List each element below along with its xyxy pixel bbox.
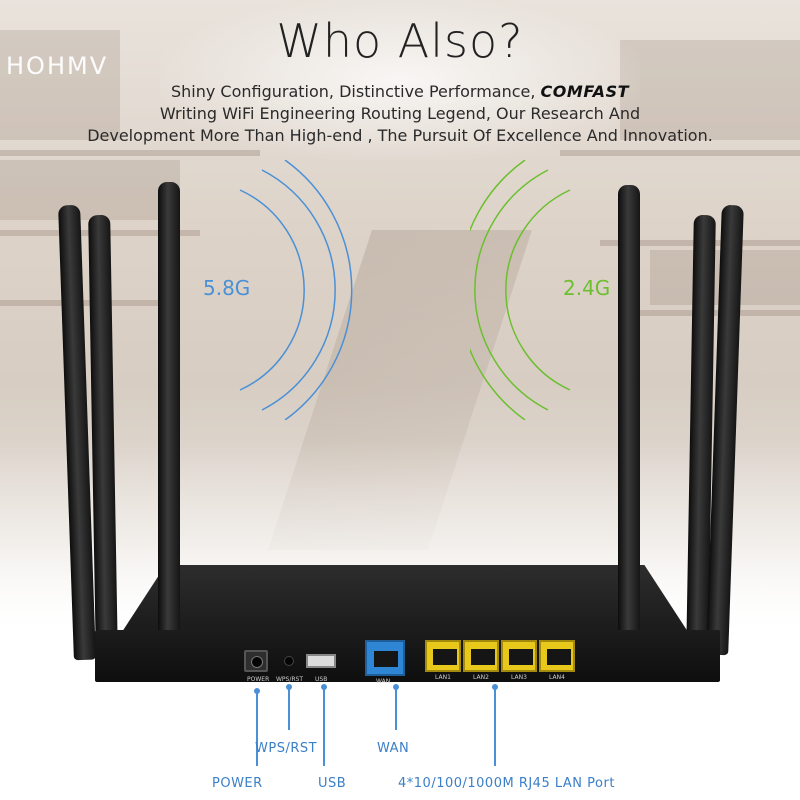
mall-floor-line (630, 310, 800, 316)
shop-sign: HOHMV (6, 52, 109, 80)
lan-callout-label: 4*10/100/1000M RJ45 LAN Port (398, 776, 615, 791)
power-port-label: POWER (247, 676, 270, 683)
brand-logo-text: COMFAST (540, 82, 629, 101)
router-rear-panel (95, 630, 720, 682)
antenna-left-inner (158, 182, 180, 672)
description-line-1: Shiny Configuration, Distinctive Perform… (0, 82, 800, 101)
lan4-port-label: LAN4 (549, 674, 565, 681)
description-line-3: Development More Than High-end , The Pur… (87, 126, 713, 145)
lan1-port (425, 640, 461, 672)
mall-background: HOHMV (0, 0, 800, 640)
wan-port (365, 640, 405, 676)
mall-shop (620, 40, 800, 140)
wps-callout-line (288, 686, 290, 730)
wan-callout-line (395, 686, 397, 730)
wan-port-label: WAN (376, 678, 391, 685)
lan2-port-label: LAN2 (473, 674, 489, 681)
usb-callout-label: USB (318, 776, 347, 791)
usb-port (306, 654, 336, 668)
rj45-slot (374, 651, 398, 667)
wifi-5g-signal-icon (239, 160, 353, 420)
rj45-slot (433, 649, 457, 665)
rj45-slot (509, 649, 533, 665)
mall-floor-line (0, 150, 260, 156)
wan-callout-label: WAN (377, 741, 410, 756)
lan3-port (501, 640, 537, 672)
page-title: Who Also? (276, 14, 524, 68)
usb-callout-line (323, 686, 325, 766)
rj45-slot (471, 649, 495, 665)
band-5g-label: 5.8G (203, 276, 251, 300)
lan4-port (539, 640, 575, 672)
wps-callout-label: WPS/RST (255, 741, 318, 756)
power-callout-line (256, 690, 258, 766)
usb-port-label: USB (315, 676, 328, 683)
description-text: Shiny Configuration, Distinctive Perform… (170, 82, 536, 101)
router-top-panel (120, 565, 690, 635)
description-line-2: Writing WiFi Engineering Routing Legend,… (159, 104, 641, 123)
mall-floor-line (0, 300, 170, 306)
wifi-24g-signal-icon (470, 160, 571, 420)
lan-callout-line (494, 686, 496, 766)
header-glow (160, 0, 640, 160)
band-24g-label: 2.4G (563, 276, 611, 300)
mall-shop (0, 30, 120, 140)
lan3-port-label: LAN3 (511, 674, 527, 681)
lan1-port-label: LAN1 (435, 674, 451, 681)
mall-floor-line (560, 150, 800, 156)
power-callout-label: POWER (212, 776, 263, 791)
lan2-port (463, 640, 499, 672)
power-jack (244, 650, 268, 672)
rj45-slot (547, 649, 571, 665)
mall-shop (0, 160, 180, 220)
wps-reset-button (284, 656, 294, 666)
antenna-right-inner (618, 185, 640, 675)
wps-port-label: WPS/RST (276, 676, 304, 683)
